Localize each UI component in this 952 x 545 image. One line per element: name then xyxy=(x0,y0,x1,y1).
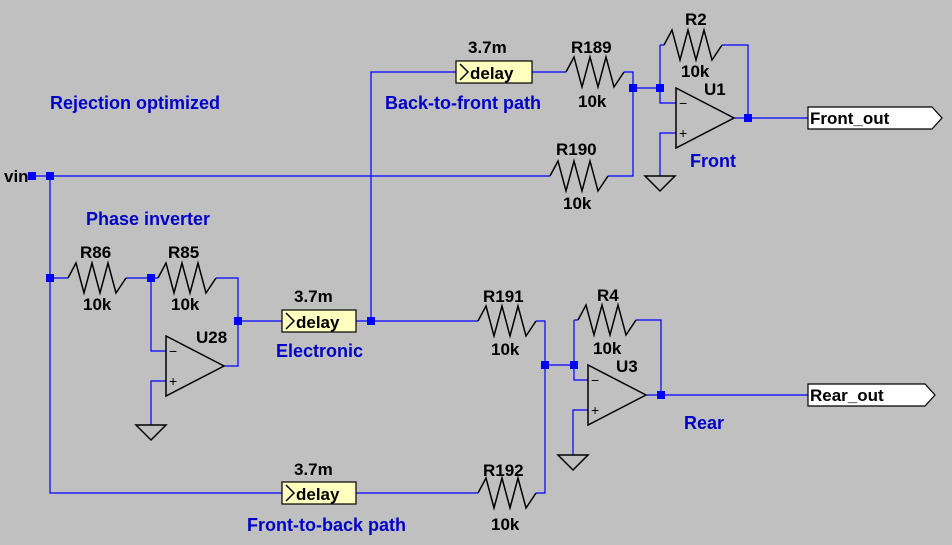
ground-u3-icon xyxy=(556,454,590,472)
opamp-u3[interactable] xyxy=(587,363,648,427)
ground-u1-icon xyxy=(643,175,677,193)
junction-r86 xyxy=(46,274,54,282)
r190-name: R190 xyxy=(556,140,597,159)
u28-minus-sign: − xyxy=(169,343,177,359)
u28-plus-sign: + xyxy=(169,373,177,389)
junction-front-node xyxy=(629,84,637,92)
r4-value: 10k xyxy=(593,339,622,358)
port-rear-out[interactable]: Rear_out xyxy=(807,383,936,407)
junction-u3-out xyxy=(657,391,665,399)
delay-top[interactable]: delay xyxy=(455,60,533,84)
opamps: − + − + − + xyxy=(165,86,736,427)
resistor-r189[interactable] xyxy=(565,54,625,90)
r86-name: R86 xyxy=(80,243,111,262)
opamp-u28[interactable] xyxy=(165,334,226,398)
comment-phase-inverter: Phase inverter xyxy=(86,209,210,229)
vin-label: vin xyxy=(4,167,29,186)
resistor-r85[interactable] xyxy=(157,260,217,296)
wire-r192-to-node xyxy=(536,365,546,494)
r85-name: R85 xyxy=(168,243,199,262)
wire-u28-inverting xyxy=(150,278,166,352)
wire-r189-to-node xyxy=(624,71,634,88)
u3-minus-sign: − xyxy=(591,372,599,388)
delay-bot-value: 3.7m xyxy=(294,460,333,479)
r191-name: R191 xyxy=(483,287,524,306)
junction-rear-node xyxy=(541,361,549,369)
junction-u28-in xyxy=(147,274,155,282)
resistor-r86[interactable] xyxy=(67,260,127,296)
comments: Rejection optimized Back-to-front path P… xyxy=(50,93,736,535)
delay-bot-label: delay xyxy=(296,485,340,504)
r191-value: 10k xyxy=(491,340,520,359)
junction-vin xyxy=(46,172,54,180)
resistors xyxy=(67,27,723,511)
resistor-r4[interactable] xyxy=(577,302,637,338)
junction-electronic-tap xyxy=(367,317,375,325)
wire-r2-feedback xyxy=(722,44,749,118)
ground-u28-icon xyxy=(134,424,168,442)
resistor-r191[interactable] xyxy=(477,303,537,339)
r189-value: 10k xyxy=(578,92,607,111)
r86-value: 10k xyxy=(83,295,112,314)
delay-mid[interactable]: delay xyxy=(281,309,357,333)
junction-u1-out xyxy=(744,114,752,122)
comment-back-to-front-path: Back-to-front path xyxy=(385,93,541,113)
r189-name: R189 xyxy=(571,38,612,57)
component-labels: 3.7m 3.7m 3.7m R2 10k R189 10k R190 10k … xyxy=(80,10,726,534)
wire-r191-to-node xyxy=(536,320,546,365)
u1-name: U1 xyxy=(704,80,726,99)
port-front-out[interactable]: Front_out xyxy=(807,106,943,130)
r2-value: 10k xyxy=(681,62,710,81)
wire-r4-feedback xyxy=(636,319,662,395)
delay-mid-value: 3.7m xyxy=(294,287,333,306)
wire-tap-up xyxy=(370,71,456,321)
r2-name: R2 xyxy=(685,10,707,29)
wire-u1-noninv xyxy=(659,132,676,176)
r190-value: 10k xyxy=(563,194,592,213)
r4-name: R4 xyxy=(597,286,619,305)
u1-plus-sign: + xyxy=(679,125,687,141)
comment-electronic: Electronic xyxy=(276,341,363,361)
delay-bot[interactable]: delay xyxy=(281,481,357,505)
wire-u28-noninv xyxy=(150,380,166,425)
comment-rear: Rear xyxy=(684,413,724,433)
resistor-r190[interactable] xyxy=(549,158,609,194)
u1-minus-sign: − xyxy=(679,95,687,111)
r192-value: 10k xyxy=(491,515,520,534)
r85-value: 10k xyxy=(171,295,200,314)
wire-u3-noninv xyxy=(572,409,588,455)
comment-rejection-optimized: Rejection optimized xyxy=(50,93,220,113)
wire-r190-to-node xyxy=(608,88,634,177)
front-out-label: Front_out xyxy=(810,109,890,128)
rear-out-label: Rear_out xyxy=(810,386,884,405)
delay-top-value: 3.7m xyxy=(468,38,507,57)
u3-name: U3 xyxy=(616,357,638,376)
grounds xyxy=(134,175,677,472)
delay-mid-label: delay xyxy=(296,313,340,332)
junction-u28-out xyxy=(234,317,242,325)
comment-front-to-back-path: Front-to-back path xyxy=(247,515,406,535)
u28-name: U28 xyxy=(196,328,227,347)
opamp-u1[interactable] xyxy=(675,86,736,150)
comment-front: Front xyxy=(690,151,736,171)
junction-u1-in xyxy=(656,84,664,92)
r192-name: R192 xyxy=(483,461,524,480)
junctions xyxy=(28,84,752,399)
u3-plus-sign: + xyxy=(591,402,599,418)
delay-top-label: delay xyxy=(470,64,514,83)
resistor-r2[interactable] xyxy=(663,27,723,63)
wire-u1-inverting xyxy=(659,45,676,104)
wire-u3-inverting xyxy=(573,320,588,381)
resistor-r192[interactable] xyxy=(477,475,537,511)
junction-u3-in xyxy=(570,361,578,369)
junction-vin-pin xyxy=(28,172,36,180)
